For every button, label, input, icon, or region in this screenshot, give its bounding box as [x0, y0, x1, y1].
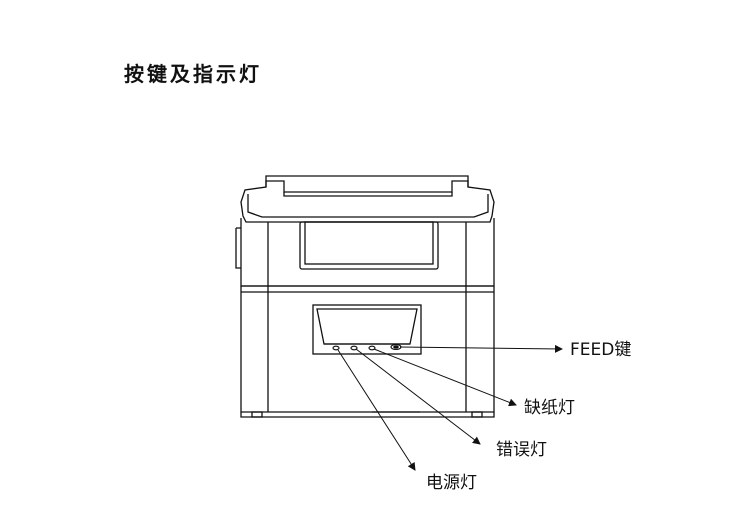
paper-out-light-indicator — [368, 345, 376, 351]
printer-lid — [240, 175, 495, 223]
indicator-row — [332, 344, 402, 351]
feed-key-leader — [399, 344, 563, 353]
front-window — [299, 221, 439, 270]
power-light-indicator — [332, 345, 340, 351]
lower-body — [240, 286, 495, 413]
error-light-leader — [355, 348, 481, 445]
error-light-label: 错误灯 — [496, 440, 547, 460]
section-title: 按键及指示灯 — [124, 62, 262, 86]
control-panel — [312, 304, 422, 355]
lid-handle — [265, 180, 469, 193]
upper-body — [240, 218, 495, 287]
feed-key-label: FEED键 — [570, 340, 632, 360]
printer-body — [235, 175, 495, 418]
power-light-leader — [337, 349, 416, 471]
printer-base — [240, 412, 495, 418]
paper-out-light-leader — [373, 348, 517, 407]
paper-out-light-label: 缺纸灯 — [524, 398, 575, 418]
error-light-indicator — [350, 345, 358, 351]
power-light-label: 电源灯 — [426, 473, 477, 493]
